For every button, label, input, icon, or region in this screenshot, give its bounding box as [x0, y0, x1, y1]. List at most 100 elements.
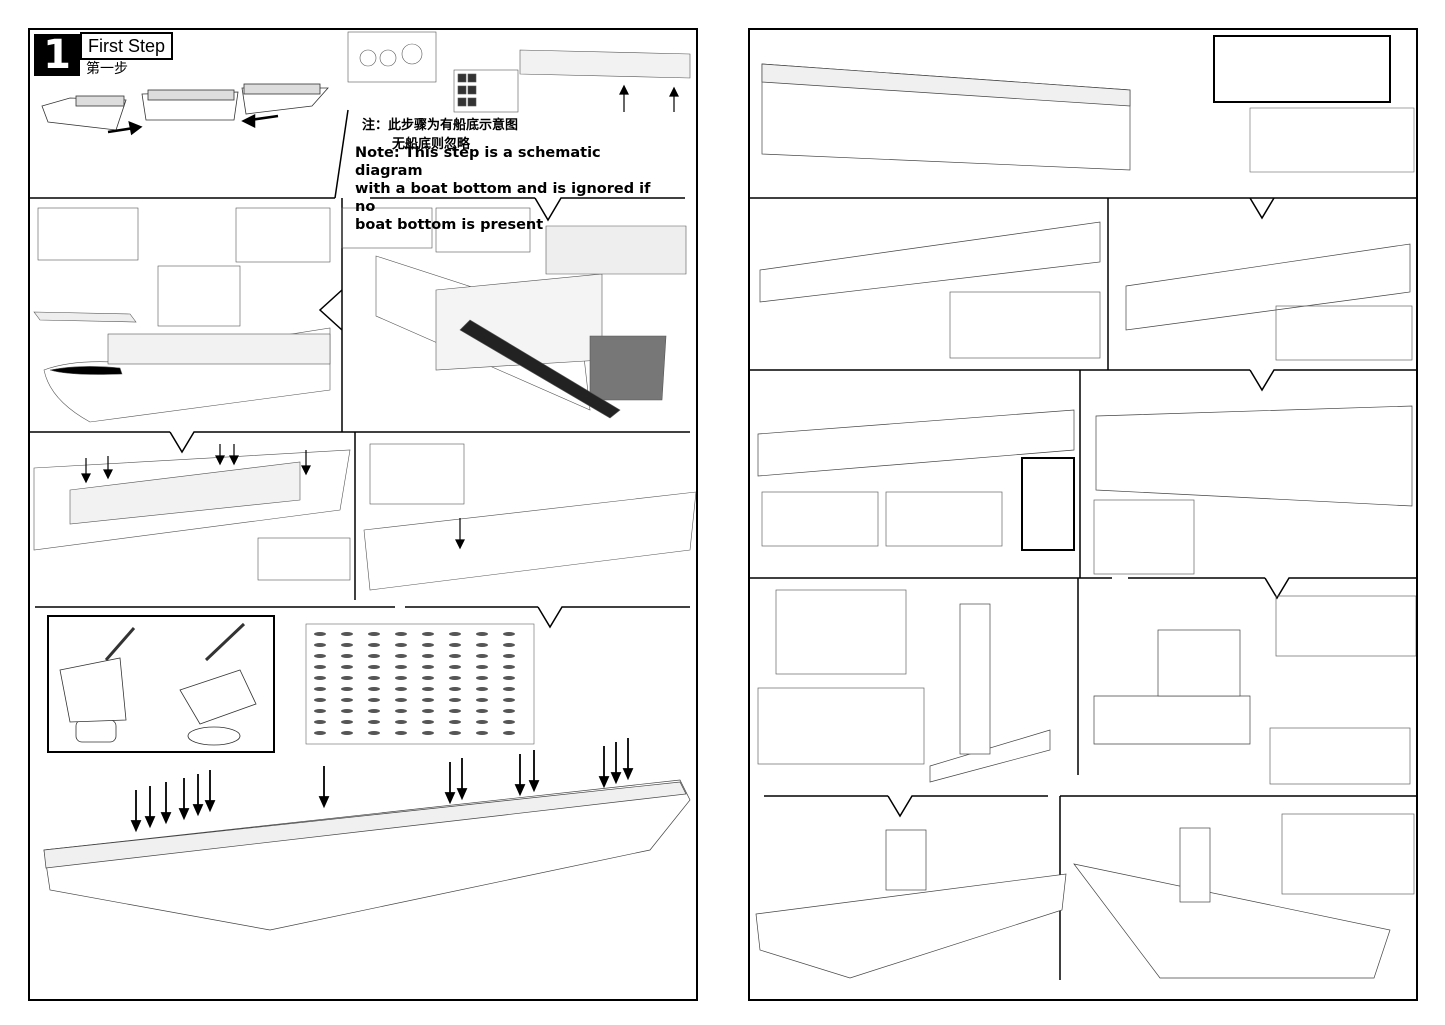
part-mark — [368, 720, 380, 724]
part-mark — [422, 687, 434, 691]
part-mark — [476, 654, 488, 658]
part-mark — [476, 720, 488, 724]
part-mark — [503, 665, 515, 669]
main-hull-bottom — [43, 779, 691, 931]
placement-arrowhead — [610, 772, 622, 785]
part-mark — [422, 654, 434, 658]
part-mark — [341, 643, 353, 647]
main-hull-arrows — [130, 738, 634, 833]
part-mark — [503, 643, 515, 647]
part-mark — [314, 731, 326, 735]
part-mark — [476, 698, 488, 702]
part-mark — [341, 676, 353, 680]
part-mark — [314, 676, 326, 680]
placement-arrowhead — [598, 776, 610, 789]
part-mark — [395, 665, 407, 669]
note-chinese-line1: 注：此步骤为有船底示意图 — [362, 118, 519, 133]
part-mark — [422, 665, 434, 669]
placement-arrowhead — [178, 808, 190, 821]
part-mark — [476, 632, 488, 636]
gun-detail-box — [47, 615, 275, 753]
right-row2-hulls — [759, 221, 1413, 361]
part-mark — [449, 698, 461, 702]
part-mark — [341, 709, 353, 713]
part-mark — [341, 654, 353, 658]
part-mark — [395, 731, 407, 735]
part-mark — [503, 698, 515, 702]
placement-arrowhead — [444, 792, 456, 805]
part-mark — [368, 709, 380, 713]
left-page-illustrations — [30, 31, 696, 931]
part-mark — [368, 731, 380, 735]
part-mark — [368, 665, 380, 669]
part-mark — [368, 643, 380, 647]
side-panel-arrows — [81, 444, 465, 550]
right-instruction-page — [748, 28, 1418, 1001]
right-top-hull — [761, 63, 1131, 171]
left-panel-dividers — [30, 109, 690, 629]
part-mark — [449, 731, 461, 735]
part-mark — [395, 643, 407, 647]
note-english: Note: This step is a schematic diagram w… — [355, 144, 655, 234]
part-mark — [449, 720, 461, 724]
part-mark — [368, 654, 380, 658]
right-row5-carriers — [755, 813, 1415, 979]
part-mark — [314, 687, 326, 691]
assembly-arrows-top — [107, 113, 279, 136]
part-mark — [395, 687, 407, 691]
part-mark — [422, 709, 434, 713]
step-title: First Step — [80, 32, 174, 60]
placement-arrowhead — [160, 812, 172, 825]
part-mark — [395, 709, 407, 713]
placement-arrowhead — [528, 780, 540, 793]
note-chinese-line2: 无船底则忽略 — [392, 137, 471, 152]
right-page-illustrations — [750, 35, 1416, 980]
part-mark — [368, 676, 380, 680]
part-mark — [422, 720, 434, 724]
part-mark — [503, 632, 515, 636]
part-mark — [503, 731, 515, 735]
part-mark — [395, 654, 407, 658]
part-mark — [449, 709, 461, 713]
part-mark — [314, 698, 326, 702]
deck-assembly-panel — [33, 207, 331, 423]
side-details-panel — [33, 443, 696, 591]
part-mark — [449, 665, 461, 669]
part-mark — [314, 632, 326, 636]
part-mark — [503, 687, 515, 691]
deck-arrows-top — [619, 84, 679, 112]
part-mark — [449, 654, 461, 658]
part-mark — [368, 687, 380, 691]
part-mark — [476, 687, 488, 691]
placement-arrowhead — [622, 768, 634, 781]
placement-arrowhead — [144, 816, 156, 829]
part-mark — [422, 643, 434, 647]
placement-arrowhead — [192, 804, 204, 817]
note-english-line: with a boat bottom and is ignored if no — [355, 181, 651, 215]
note-english-line: boat bottom is present — [355, 217, 544, 233]
placement-arrowhead — [130, 820, 142, 833]
part-mark — [422, 632, 434, 636]
part-mark — [449, 676, 461, 680]
part-mark — [476, 665, 488, 669]
hull-pieces-illustration — [41, 83, 329, 131]
part-mark — [314, 654, 326, 658]
left-instruction-page: 1 First Step 第一步 注：此步骤为有船底示意图 无船底则忽略 Not… — [28, 28, 698, 1001]
part-mark — [395, 720, 407, 724]
part-mark — [314, 709, 326, 713]
note-english-line: Note: This step is a schematic diagram — [355, 145, 601, 179]
part-mark — [395, 632, 407, 636]
part-mark — [449, 687, 461, 691]
stern-assembly-panel — [341, 207, 687, 419]
part-mark — [476, 709, 488, 713]
part-mark — [314, 665, 326, 669]
part-mark — [368, 632, 380, 636]
right-top-parts-sheet — [1249, 107, 1415, 173]
part-mark — [341, 632, 353, 636]
part-mark — [503, 676, 515, 680]
right-row4-island — [757, 589, 1416, 785]
right-panel-dividers — [750, 197, 1416, 980]
guns-parts-marks — [314, 632, 515, 735]
part-mark — [422, 731, 434, 735]
part-mark — [314, 643, 326, 647]
